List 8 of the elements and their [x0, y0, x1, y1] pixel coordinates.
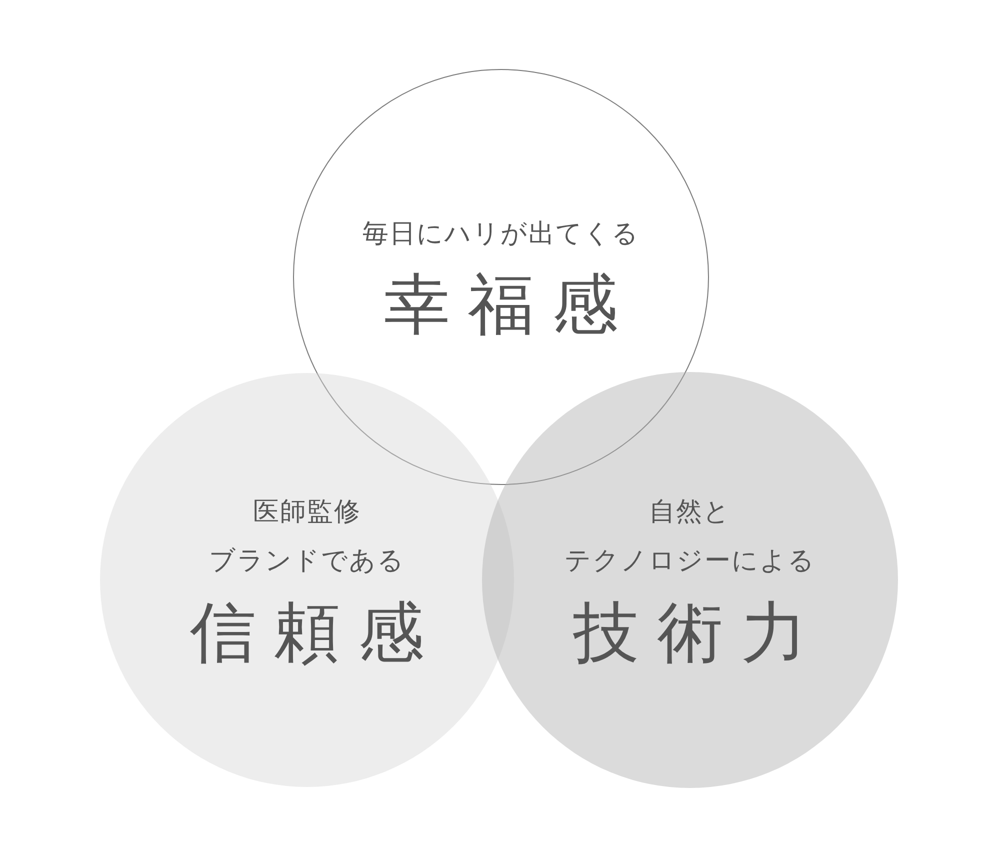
- circle-title: 信頼感: [190, 592, 442, 672]
- circle-title: 幸福感: [384, 265, 636, 344]
- circle-subtitle: 毎日にハリが出てくる: [362, 218, 640, 251]
- circle-title: 技術力: [573, 592, 825, 672]
- circle-subtitle: ブランドである: [209, 545, 405, 578]
- circle-subtitle: テクノロジーによる: [564, 545, 816, 578]
- circle-subtitle: 医師監修: [253, 496, 361, 530]
- circle-subtitle: 自然と: [649, 496, 731, 530]
